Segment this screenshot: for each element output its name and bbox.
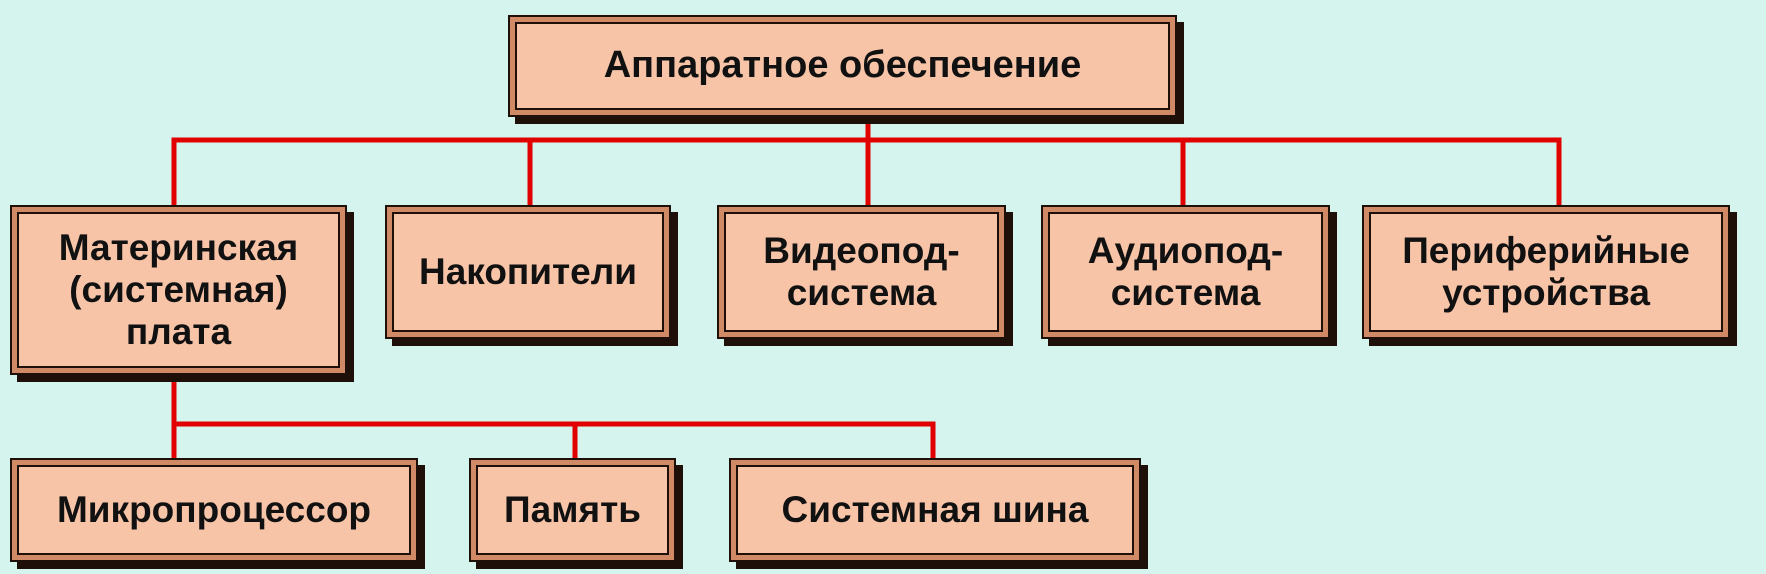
node-peripherals: Периферийные устройства [1369,212,1723,332]
node-motherboard-label: Материнская (системная) плата [58,226,299,353]
node-system-bus: Системная шина [736,465,1134,555]
node-memory-label: Память [504,488,641,530]
node-hardware: Аппаратное обеспечение [515,22,1170,110]
node-audio-subsystem-label: Аудиопод- система [1087,229,1284,313]
node-microprocessor-label: Микропроцессор [56,488,372,530]
node-storage-label: Накопители [419,250,637,292]
node-audio-subsystem: Аудиопод- система [1048,212,1323,332]
node-peripherals-label: Периферийные устройства [1402,229,1690,313]
node-system-bus-label: Системная шина [781,488,1089,530]
node-microprocessor: Микропроцессор [17,465,411,555]
node-video-subsystem-label: Видеопод- система [763,229,960,313]
node-storage: Накопители [392,212,664,332]
node-hardware-label: Аппаратное обеспечение [603,44,1082,87]
node-video-subsystem: Видеопод- система [724,212,999,332]
node-memory: Память [476,465,669,555]
node-motherboard: Материнская (системная) плата [17,212,340,368]
